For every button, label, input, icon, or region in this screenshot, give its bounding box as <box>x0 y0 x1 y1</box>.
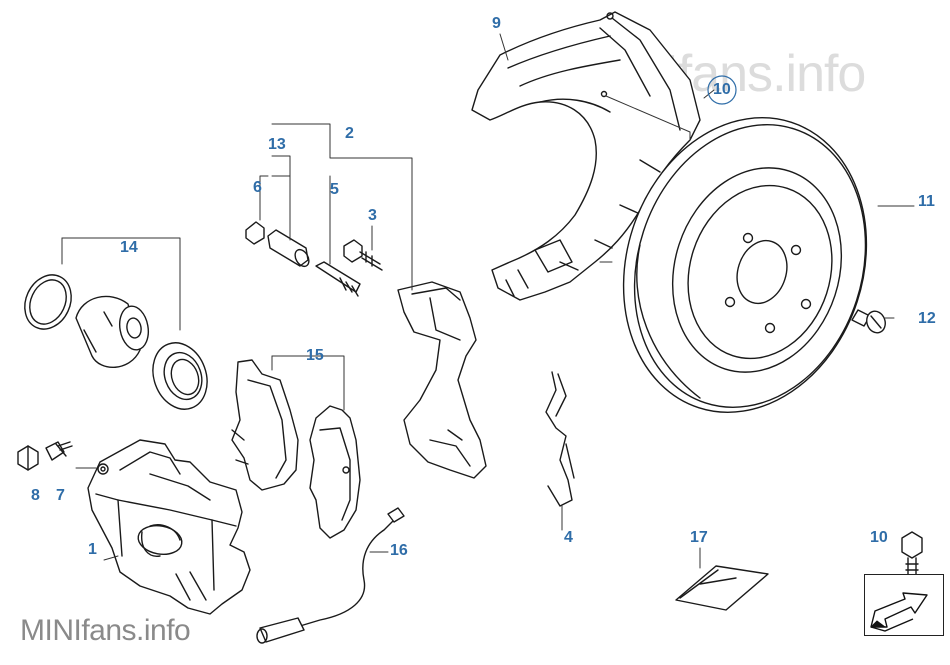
callout-15: 15 <box>306 347 324 364</box>
part-16-wear-sensor <box>256 507 405 644</box>
callout-4: 4 <box>564 529 573 546</box>
part-2-caliper-carrier <box>397 281 487 479</box>
callout-7: 7 <box>56 487 65 504</box>
part-12-disc-screw <box>851 309 886 334</box>
reference-icon-box <box>864 574 944 636</box>
callout-14: 14 <box>120 239 138 256</box>
callout-13: 13 <box>268 136 286 153</box>
part-13-guide-sleeve <box>267 229 310 268</box>
callout-1: 1 <box>88 541 97 558</box>
arrow-icon <box>870 592 928 632</box>
part-15-brake-pads <box>231 359 361 539</box>
callout-12: 12 <box>918 310 936 327</box>
callout-5: 5 <box>330 181 339 198</box>
watermark-bottom: MINIfans.info <box>20 614 191 647</box>
callout-17: 17 <box>690 529 708 546</box>
callout-10-disc: 10 <box>713 81 731 98</box>
callout-2: 2 <box>345 125 354 142</box>
part-9-brake-dust-shield <box>471 11 701 301</box>
part-10-hex-bolt-reference <box>901 531 923 577</box>
callout-10-box: 10 <box>870 529 888 546</box>
part-8-bleeder-cap <box>17 445 39 471</box>
callout-10-ring <box>707 75 737 105</box>
part-3-hex-bolt <box>343 239 383 271</box>
part-1-brake-caliper <box>87 439 251 615</box>
part-17-grease-sachet <box>675 565 769 611</box>
part-14-wheel-bearing <box>24 274 208 410</box>
callout-8: 8 <box>31 487 40 504</box>
leader-lines <box>61 33 915 569</box>
callout-3: 3 <box>368 207 377 224</box>
part-5-guide-bolt <box>315 261 361 297</box>
part-4-anti-rattle-spring <box>545 371 575 507</box>
part-7-bleeder-valve <box>45 441 73 461</box>
callout-9: 9 <box>492 15 501 32</box>
part-6-guide-sleeve-cap <box>245 221 265 245</box>
part-11-brake-disc <box>622 117 868 413</box>
callout-6: 6 <box>253 179 262 196</box>
callout-11: 11 <box>918 193 935 210</box>
callout-16: 16 <box>390 542 408 559</box>
